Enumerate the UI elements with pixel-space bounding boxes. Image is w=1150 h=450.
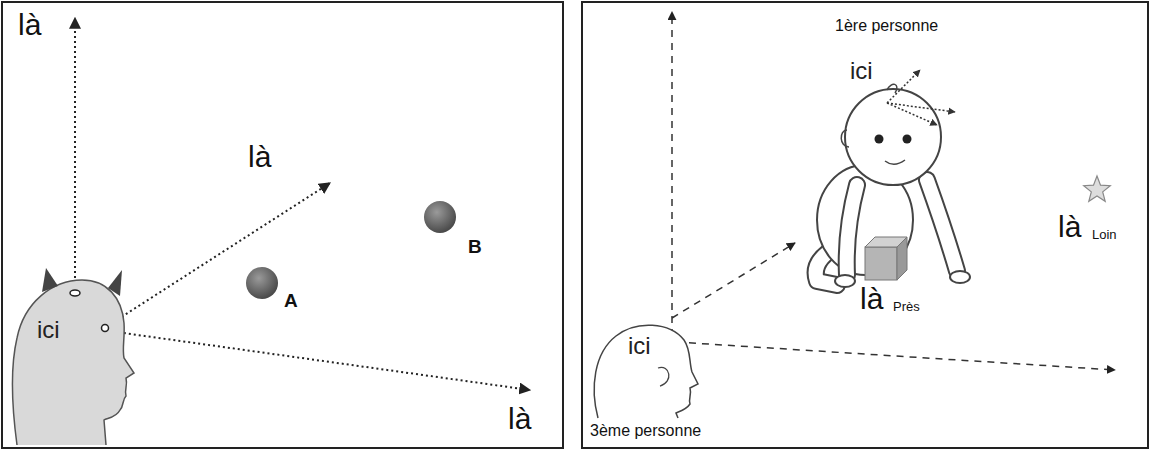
- baby-arm: [847, 185, 857, 275]
- label-text: là: [860, 282, 883, 317]
- ear: [658, 367, 669, 386]
- baby-figure: 1ère personne ici: [795, 15, 980, 300]
- label-text: là: [18, 8, 41, 43]
- dotted-arrow: [887, 70, 920, 103]
- panel-frame: [582, 2, 1148, 448]
- baby-hand: [835, 275, 855, 287]
- label-text: A: [284, 290, 298, 312]
- label-text: Loin: [1092, 228, 1117, 243]
- dotted-arrow: [887, 103, 937, 125]
- cube-side: [897, 237, 907, 280]
- devil-head: ici: [12, 268, 137, 446]
- dotted-arrow: [74, 18, 76, 288]
- origin-mark: [102, 325, 109, 332]
- baby-arm: [847, 185, 857, 275]
- dotted-arrow: [109, 183, 330, 325]
- horn: [42, 268, 58, 292]
- label-text: là: [1058, 210, 1081, 245]
- node-outline: [795, 15, 980, 300]
- baby-eye: [875, 135, 884, 144]
- origin-mark: [70, 290, 80, 296]
- node-text: 3ème personne: [590, 422, 701, 440]
- ball-a: [246, 267, 278, 299]
- star-symbol: [1084, 176, 1111, 201]
- label-text: là: [248, 140, 271, 175]
- baby-mouth: [885, 160, 905, 164]
- panel-frame: [2, 2, 563, 448]
- node-text: 1ère personne: [835, 17, 938, 35]
- head-outline: [12, 280, 134, 445]
- baby-arm: [927, 180, 957, 271]
- dashed-connector: [672, 243, 795, 318]
- node-outline: [12, 268, 137, 446]
- observer-head: ici 3ème personne: [588, 318, 704, 446]
- dashed-axis: [676, 342, 1115, 370]
- label-text: là: [508, 402, 531, 437]
- baby-head: [845, 89, 941, 185]
- label-text: Près: [893, 300, 920, 315]
- cube-front: [865, 247, 897, 280]
- node-text: ici: [37, 316, 60, 344]
- baby-eye: [903, 135, 912, 144]
- label-text: B: [468, 236, 482, 258]
- node-text: ici: [628, 332, 651, 360]
- dotted-arrow: [109, 331, 530, 390]
- ball-b: [424, 201, 456, 233]
- horn: [108, 270, 122, 296]
- baby-hair: [887, 84, 897, 93]
- dotted-arrow: [887, 103, 955, 112]
- node-text: ici: [850, 57, 873, 85]
- dashed-axis: [671, 12, 673, 336]
- baby-arm: [927, 180, 957, 271]
- head-outline: [594, 325, 698, 418]
- baby-ear: [841, 130, 849, 147]
- baby-hand: [950, 271, 970, 283]
